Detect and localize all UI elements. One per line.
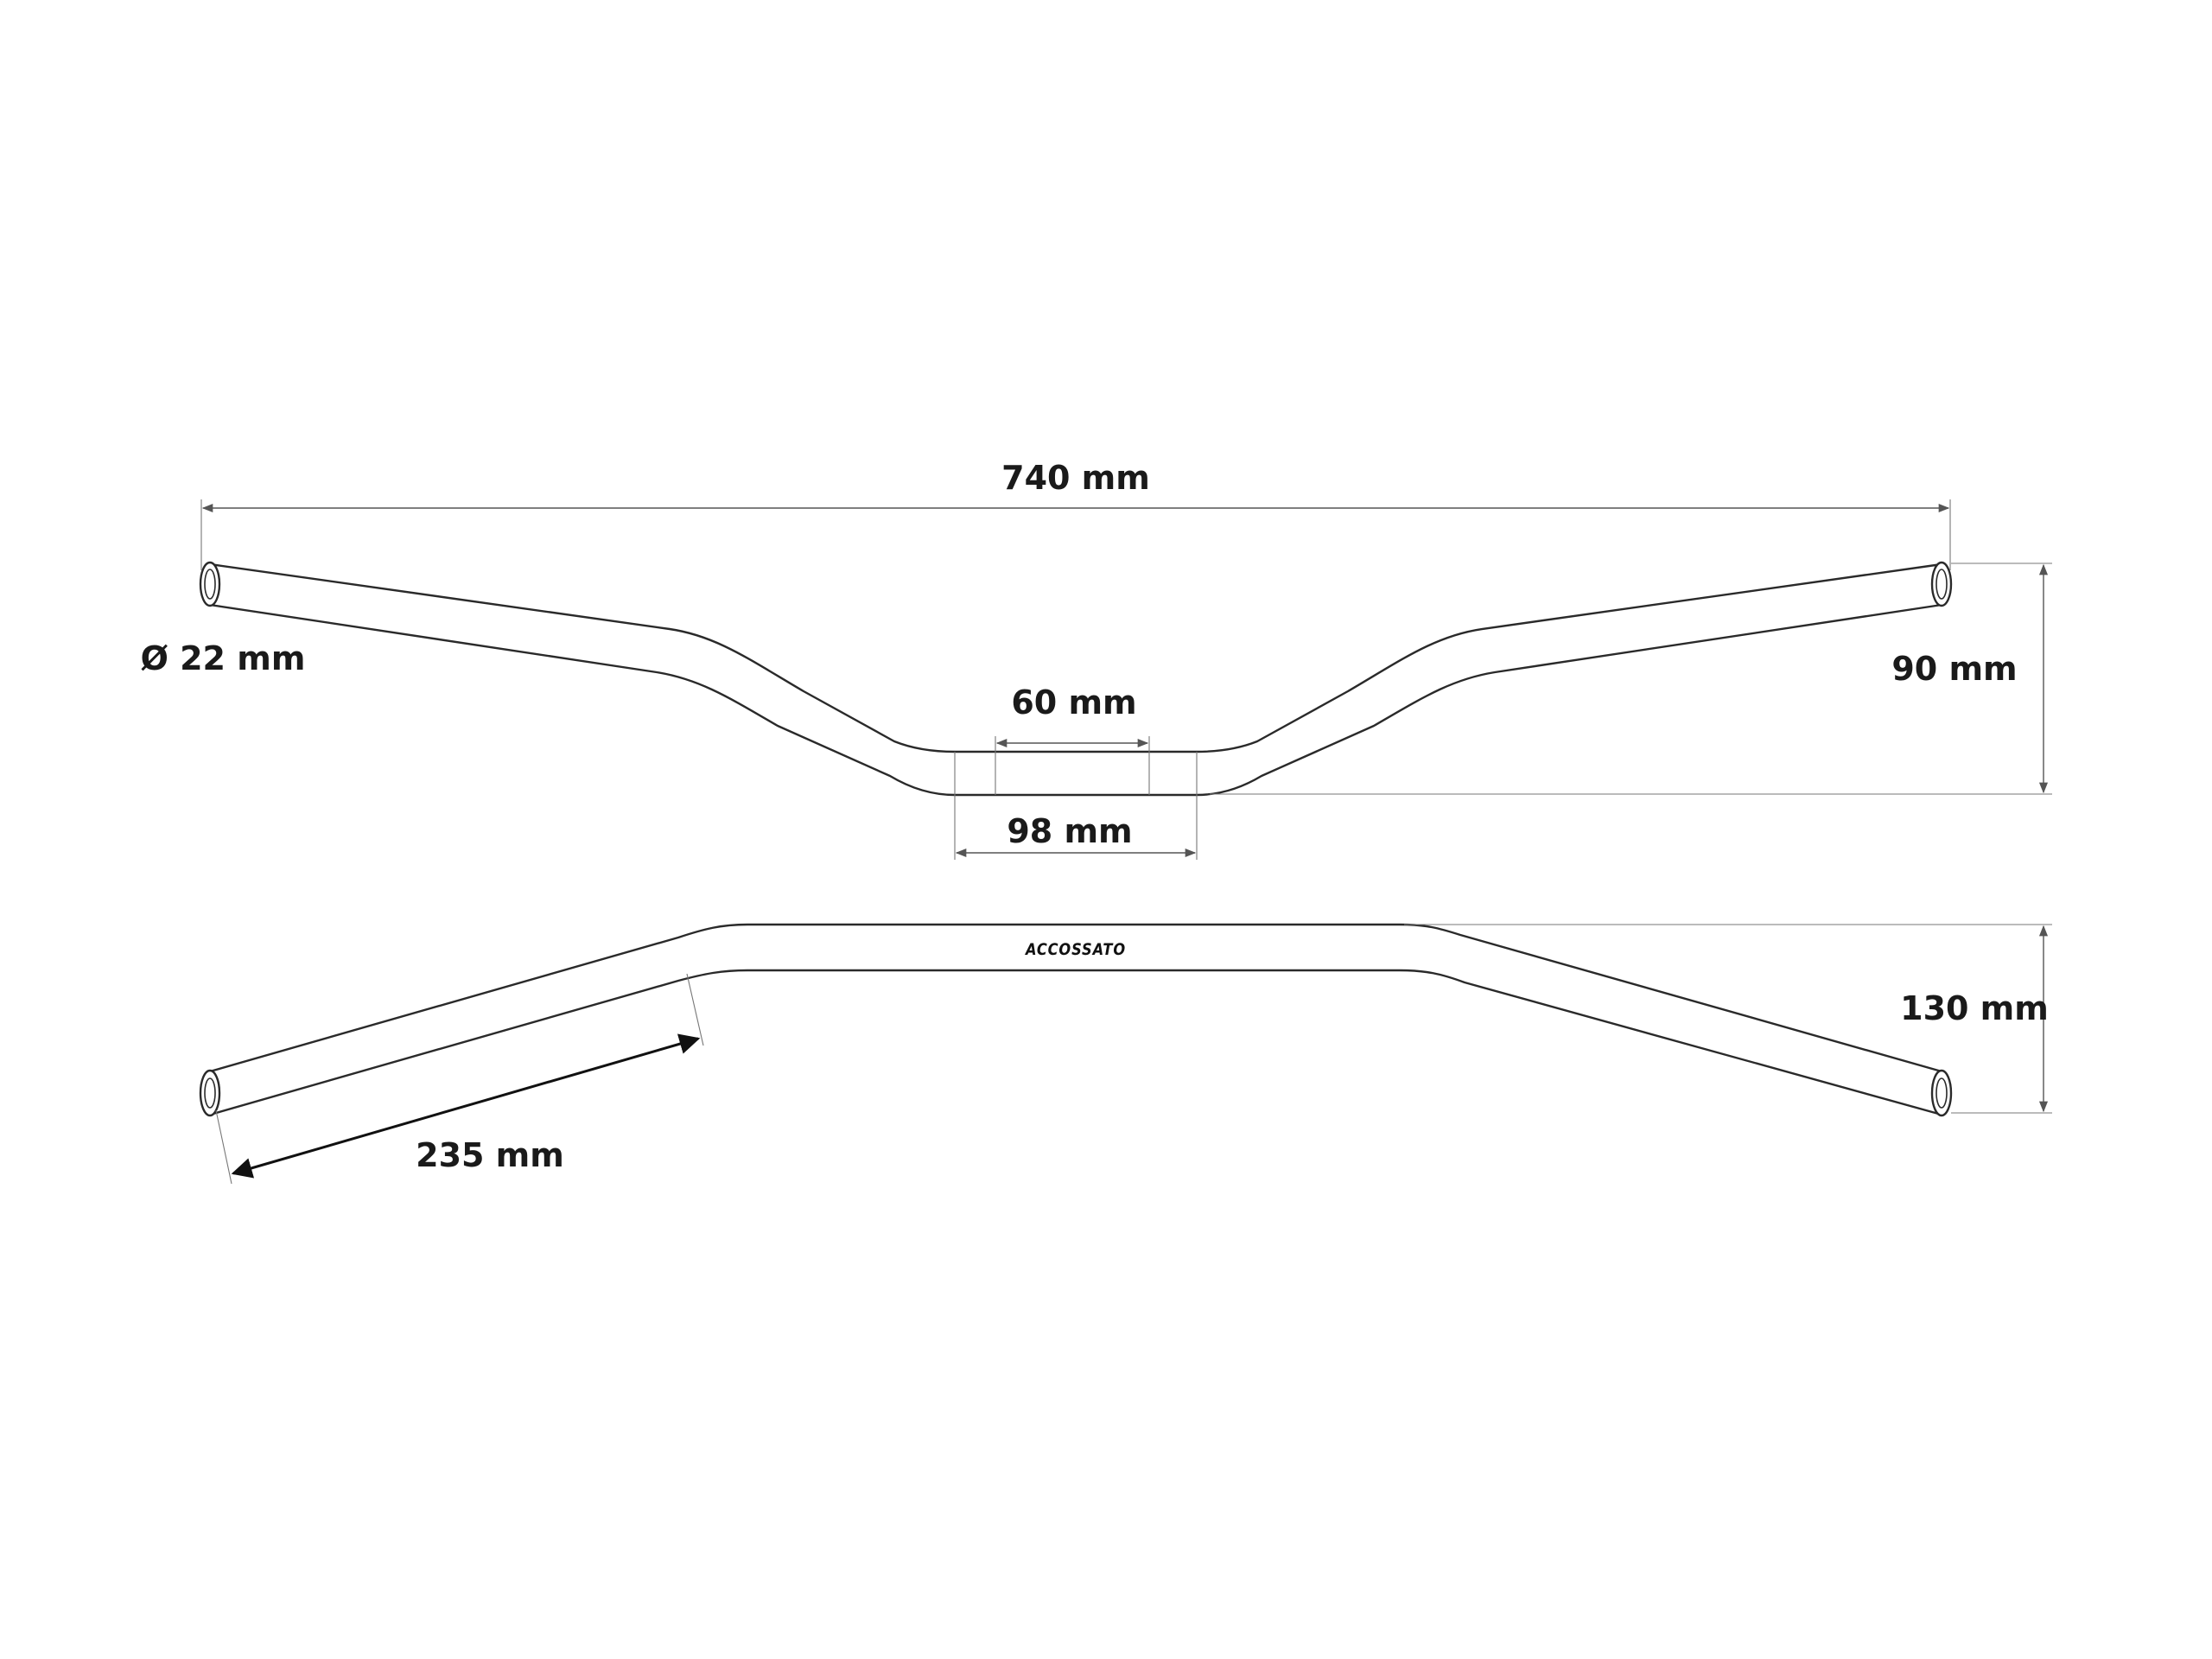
top-view-right-tube-end [1930, 1069, 1953, 1117]
left-tube-end [199, 561, 221, 607]
top-view-left-tube-bore [204, 1077, 216, 1109]
top-view-right-tube-bore [1936, 1077, 1948, 1109]
width-dimension-label: 740 mm [1001, 459, 1150, 497]
pullback-dimension [1404, 924, 2052, 1114]
left-tube-bore [204, 569, 216, 600]
clamp-inner-dimension-label: 60 mm [1011, 683, 1136, 721]
front-view-top-outline [208, 563, 1943, 753]
diameter-dimension-label: Ø 22 mm [141, 639, 306, 677]
pullback-dimension-label: 130 mm [1900, 989, 2049, 1027]
top-view [199, 923, 1953, 1117]
top-view-front-outline [208, 923, 1943, 1073]
top-view-left-tube-end [199, 1069, 221, 1117]
brand-logo: ACCOSSATO [1024, 940, 1126, 959]
right-tube-end [1930, 561, 1953, 607]
grip-length-dimension [215, 973, 704, 1185]
clamp-outer-dimension [954, 795, 1198, 860]
width-dimension [200, 499, 1951, 570]
front-view-bottom-outline [208, 603, 1943, 797]
front-view [199, 561, 1953, 797]
rise-dimension-label: 90 mm [1891, 650, 2017, 688]
grip-length-dimension-label: 235 mm [416, 1136, 564, 1174]
clamp-inner-dimension [995, 736, 1150, 795]
clamp-outer-dimension-label: 98 mm [1007, 812, 1132, 850]
rise-dimension [1210, 563, 2052, 795]
top-view-rear-outline [208, 969, 1943, 1116]
right-tube-bore [1936, 569, 1948, 600]
